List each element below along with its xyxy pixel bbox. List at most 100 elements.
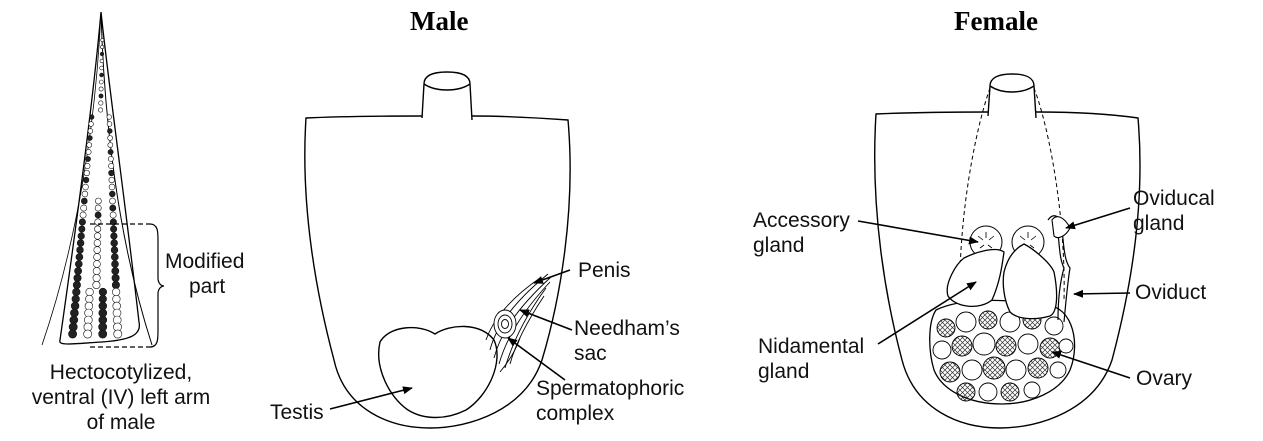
arm-sucker — [84, 330, 92, 338]
arm-sucker — [94, 254, 101, 261]
arm-sucker — [88, 129, 93, 134]
arm-sucker — [89, 122, 94, 127]
ovary-egg — [1050, 362, 1066, 378]
arm-sucker — [111, 254, 118, 261]
arm-sucker — [100, 66, 104, 70]
arm-caption: Hectocotylized, ventral (IV) left arm of… — [2, 360, 240, 435]
arm-sucker — [95, 205, 101, 211]
arm-sucker — [109, 170, 115, 176]
ovary-egg — [962, 360, 982, 380]
accessory-gland-label: Accessory gland — [753, 208, 850, 258]
arm-sucker — [108, 143, 113, 148]
arm-sucker — [101, 38, 104, 41]
arm-sucker — [95, 226, 101, 232]
arm-sucker — [79, 219, 85, 225]
arm-sucker — [100, 59, 104, 63]
oviduct-label: Oviduct — [1135, 280, 1206, 305]
arm-sucker — [99, 101, 103, 105]
spermatophoric-complex-line2: complex — [536, 401, 684, 426]
arm-sucker — [79, 226, 85, 232]
arm-caption-line3: of male — [2, 410, 240, 435]
arm-sucker — [77, 240, 84, 247]
arm-sucker — [99, 295, 107, 303]
female-heading: Female — [954, 6, 1038, 37]
arm-sucker — [107, 122, 112, 127]
ovary-egg — [937, 319, 955, 337]
arm-sucker — [99, 87, 103, 91]
male-body — [305, 72, 570, 428]
oviducal-gland-line1: Oviducal — [1133, 186, 1215, 211]
arm-sucker — [81, 205, 87, 211]
arm-sucker — [93, 261, 100, 268]
arm-sucker — [69, 330, 77, 338]
arm-sucker — [112, 288, 120, 296]
ovary-egg — [1059, 339, 1073, 353]
arm-sucker — [74, 274, 81, 281]
arm-sucker — [86, 288, 94, 296]
accessory-gland-line2: gland — [753, 233, 850, 258]
oviducal-gland-line2: gland — [1133, 211, 1215, 236]
arm-sucker — [111, 233, 118, 240]
ovary-egg — [1001, 383, 1019, 401]
arm-caption-line1: Hectocotylized, — [2, 360, 240, 385]
penis-label: Penis — [578, 258, 631, 283]
arm-sucker — [110, 205, 116, 211]
male-heading: Male — [410, 6, 468, 37]
arm-sucker — [110, 198, 116, 204]
arm-sucker — [112, 274, 119, 281]
arm-sucker — [73, 281, 80, 288]
arm-sucker — [95, 212, 101, 218]
ovary-egg — [973, 333, 995, 355]
arm-sucker — [99, 80, 103, 84]
ovary-egg — [952, 336, 972, 356]
arm-sucker — [95, 198, 101, 204]
arm-sucker — [112, 261, 119, 268]
arm-sucker — [94, 240, 101, 247]
arm-sucker — [110, 226, 116, 232]
ovary-egg — [1024, 382, 1040, 398]
arm-sucker — [108, 149, 113, 154]
arm-sucker — [99, 94, 103, 98]
arm-sucker — [72, 295, 80, 303]
modified-part-label: Modified part — [165, 249, 244, 299]
arm-sucker — [85, 163, 90, 168]
arm-sucker — [89, 115, 94, 120]
arm-caption-line2: ventral (IV) left arm — [2, 385, 240, 410]
arm-sucker — [93, 281, 100, 288]
ovary-egg — [983, 357, 1005, 379]
arm-sucker — [77, 247, 84, 254]
nidamental-gland-line1: Nidamental — [758, 334, 864, 359]
arm-sucker — [78, 233, 85, 240]
arm-sucker — [83, 184, 89, 190]
arm-sucker — [93, 274, 100, 281]
arm-sucker — [73, 288, 81, 296]
arm-sucker — [114, 330, 122, 338]
arm-sucker — [112, 281, 119, 288]
arm-sucker — [85, 156, 90, 161]
arm-sucker — [80, 212, 86, 218]
arm-sucker — [87, 143, 92, 148]
ovary-egg — [1045, 317, 1063, 335]
arm-sucker — [100, 73, 104, 77]
nidamental-gland-line2: gland — [758, 359, 864, 384]
arm-sucker — [83, 177, 89, 183]
arm-sucker — [87, 136, 92, 141]
arm-sucker — [107, 115, 112, 120]
ovary-egg — [940, 362, 960, 382]
oviducal-gland-label: Oviducal gland — [1133, 186, 1215, 236]
arm-sucker — [107, 129, 112, 134]
ovary-egg — [1028, 358, 1048, 378]
arm-sucker — [109, 191, 115, 197]
arm-sucker — [99, 288, 107, 296]
modified-part-line2: part — [165, 274, 244, 299]
hectocotylized-arm — [42, 12, 152, 345]
arm-sucker — [75, 261, 82, 268]
arm-sucker — [86, 295, 94, 303]
ovary-label: Ovary — [1136, 366, 1192, 391]
arm-sucker — [94, 247, 101, 254]
arm-sucker — [94, 233, 101, 240]
arm-sucker — [109, 184, 115, 190]
needhams-sac-line2: sac — [574, 341, 680, 366]
arm-sucker — [82, 191, 88, 197]
arm-sucker — [108, 136, 113, 141]
